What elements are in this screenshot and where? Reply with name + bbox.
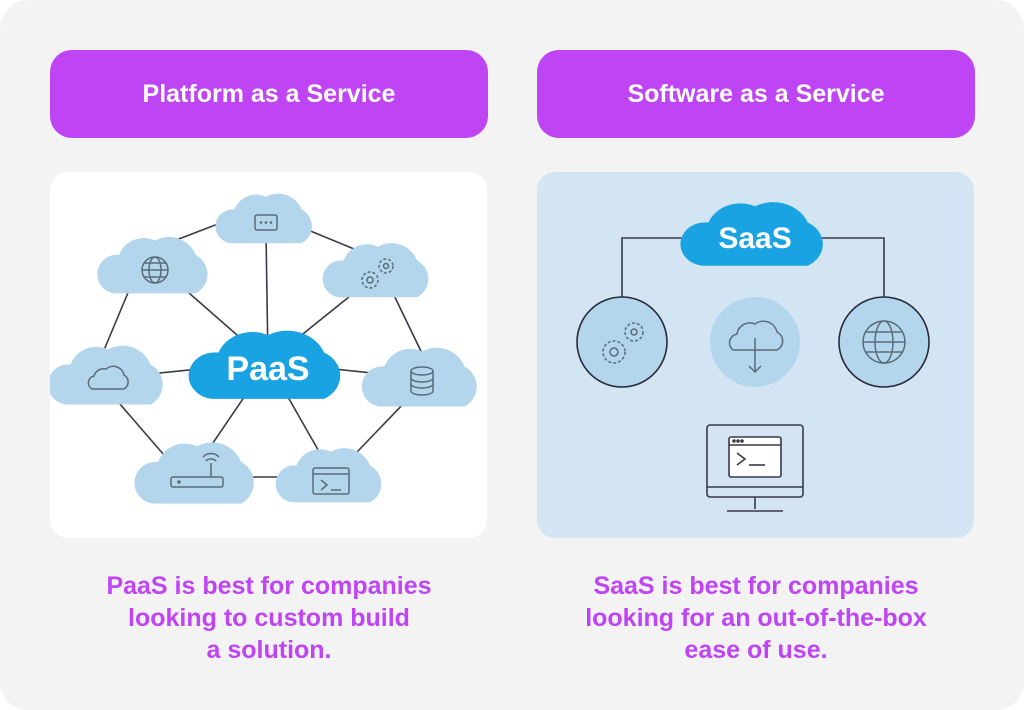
paas-center-label: PaaS xyxy=(226,350,309,388)
globe-circle xyxy=(838,296,930,388)
database-cloud xyxy=(361,347,477,407)
paas-header: Platform as a Service xyxy=(50,50,488,138)
download-circle xyxy=(710,297,800,387)
terminal-icon xyxy=(312,467,350,495)
chat-cloud xyxy=(215,193,312,244)
gears-cloud xyxy=(322,243,429,298)
saas-caption-line-1: SaaS is best for companies xyxy=(593,572,919,600)
saas-center-cloud: SaaS xyxy=(680,202,823,266)
plain-cloud xyxy=(47,345,163,405)
cloud-icon xyxy=(87,365,129,390)
paas-caption-line-3: a solution. xyxy=(206,636,332,664)
globe-icon xyxy=(141,256,169,284)
paas-network-diagram: PaaS xyxy=(47,193,477,504)
database-icon xyxy=(410,366,434,396)
saas-header: Software as a Service xyxy=(537,50,975,138)
router-icon xyxy=(170,452,224,488)
paas-caption-line-2: looking to custom build xyxy=(128,604,410,632)
gears-circle xyxy=(576,296,668,388)
router-cloud xyxy=(134,442,254,504)
gears-icon xyxy=(602,322,644,364)
terminal-cloud xyxy=(275,448,382,503)
saas-diagram-panel: SaaS xyxy=(537,172,974,538)
globe-icon xyxy=(862,320,906,364)
saas-center-label: SaaS xyxy=(718,222,791,255)
saas-caption-line-2: looking for an out-of-the-box xyxy=(585,604,927,632)
gears-icon xyxy=(361,258,394,289)
paas-caption-line-1: PaaS is best for companies xyxy=(106,572,432,600)
globe-cloud xyxy=(97,236,208,294)
tree-lines xyxy=(621,237,885,302)
terminal-monitor xyxy=(706,424,804,512)
chat-icon xyxy=(254,214,278,231)
paas-center-cloud: PaaS xyxy=(188,330,341,399)
saas-caption-line-3: ease of use. xyxy=(684,636,828,664)
paas-diagram-panel: PaaS xyxy=(47,172,487,538)
saas-caption: SaaS is best for companies looking for a… xyxy=(537,570,975,666)
paas-caption: PaaS is best for companies looking to cu… xyxy=(50,570,488,666)
cloud-download-icon xyxy=(728,320,784,374)
terminal-monitor-icon xyxy=(706,424,804,512)
saas-tree-diagram: SaaS xyxy=(576,202,930,512)
